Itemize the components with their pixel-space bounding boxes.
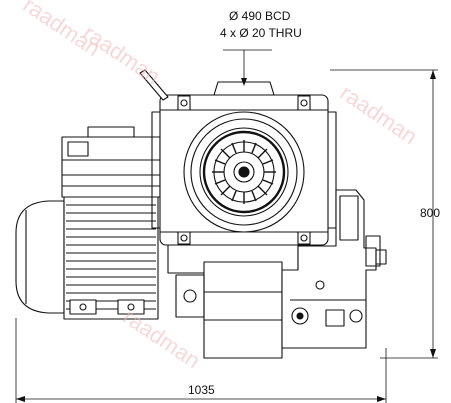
bcd-annotation: Ø 490 BCD xyxy=(229,9,291,23)
motor-body xyxy=(15,194,159,320)
gas-train xyxy=(281,189,387,349)
holes-annotation: 4 x Ø 20 THRU xyxy=(220,26,302,40)
control-box xyxy=(61,126,161,198)
diffuser-vanes xyxy=(212,140,276,204)
blast-tube-rings xyxy=(183,111,305,233)
flange-bolt-holes xyxy=(180,99,308,242)
motor-base-feet xyxy=(69,299,145,315)
dimension-lines xyxy=(15,49,438,403)
height-dimension-label: 800 xyxy=(420,206,441,220)
lifting-lug xyxy=(139,69,169,101)
width-dimension-label: 1035 xyxy=(188,383,215,397)
